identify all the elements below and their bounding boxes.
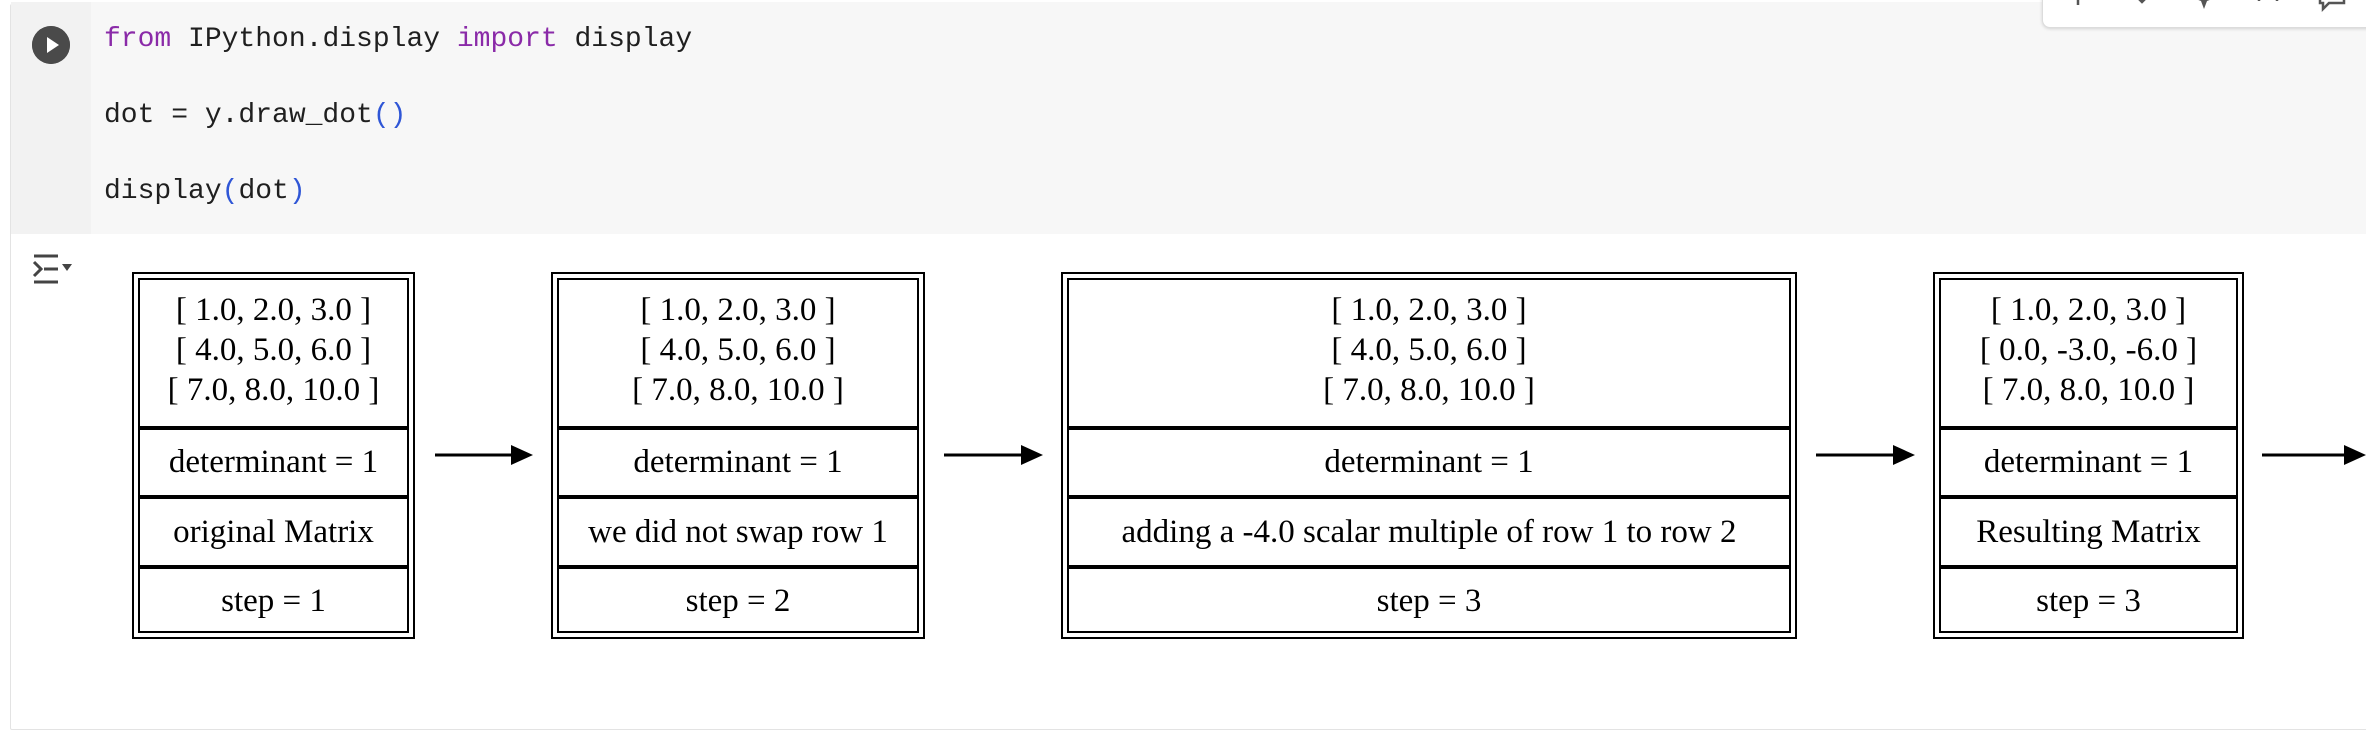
description-text: original Matrix: [173, 514, 374, 550]
comment-icon[interactable]: [2317, 0, 2347, 13]
code-name: display: [557, 24, 693, 55]
node-inner-border: [138, 278, 409, 633]
description-text: adding a -4.0 scalar multiple of row 1 t…: [1122, 514, 1737, 550]
matrix-row-text: [ 1.0, 2.0, 3.0 ]: [1991, 292, 2186, 328]
output-collapse-icon[interactable]: [32, 250, 74, 288]
edge-arrowhead: [2344, 445, 2366, 465]
matrix-row-text: [ 7.0, 8.0, 10.0 ]: [632, 372, 844, 408]
code-editor[interactable]: [91, 2, 2366, 234]
matrix-row-text: [ 4.0, 5.0, 6.0 ]: [1331, 332, 1526, 368]
description-text: we did not swap row 1: [588, 514, 888, 550]
code-keyword: import: [456, 24, 558, 55]
code-paren-open: (: [221, 176, 239, 207]
code-statement: dot = y.draw_dot: [104, 100, 373, 131]
code-line-3: display(dot): [104, 176, 306, 207]
matrix-row-text: [ 0.0, -3.0, -6.0 ]: [1980, 332, 2197, 368]
code-line-1: from IPython.display import display: [104, 24, 692, 55]
determinant-text: determinant = 1: [633, 444, 842, 480]
arrow-up-icon[interactable]: [2063, 0, 2093, 13]
matrix-row-text: [ 7.0, 8.0, 10.0 ]: [1983, 372, 2195, 408]
node-outer-border: [551, 272, 925, 639]
code-module: IPython.display: [171, 24, 457, 55]
matrix-row-text: [ 1.0, 2.0, 3.0 ]: [1331, 292, 1526, 328]
step-text: step = 1: [221, 583, 326, 619]
determinant-text: determinant = 1: [1984, 444, 2193, 480]
cell-toolbar: [2042, 0, 2366, 28]
matrix-row-text: [ 4.0, 5.0, 6.0 ]: [176, 332, 371, 368]
code-line-2: dot = y.draw_dot(): [104, 100, 406, 131]
matrix-row-text: [ 7.0, 8.0, 10.0 ]: [1323, 372, 1535, 408]
code-function: display: [104, 176, 222, 207]
code-paren-close: ): [288, 176, 306, 207]
node-outer-border: [132, 272, 415, 639]
matrix-row-text: [ 4.0, 5.0, 6.0 ]: [640, 332, 835, 368]
matrix-row-text: [ 1.0, 2.0, 3.0 ]: [640, 292, 835, 328]
sparkle-icon[interactable]: [2189, 0, 2219, 13]
matrix-row-text: [ 7.0, 8.0, 10.0 ]: [168, 372, 380, 408]
step-text: step = 3: [1377, 583, 1482, 619]
node-outer-border: [1061, 272, 1797, 639]
determinant-text: determinant = 1: [1324, 444, 1533, 480]
description-text: Resulting Matrix: [1976, 514, 2201, 550]
node-outer-border: [1933, 272, 2244, 639]
node-inner-border: [557, 278, 919, 633]
arrow-down-icon[interactable]: [2127, 0, 2157, 13]
play-circle-icon: [32, 26, 70, 64]
edge-arrowhead: [511, 445, 533, 465]
step-text: step = 3: [2036, 583, 2141, 619]
node-inner-border: [1939, 278, 2238, 633]
node-inner-border: [1067, 278, 1791, 633]
determinant-text: determinant = 1: [169, 444, 378, 480]
code-parens: (): [372, 100, 407, 131]
edge-arrowhead: [1021, 445, 1043, 465]
step-text: step = 2: [686, 583, 791, 619]
run-cell-button[interactable]: [32, 26, 70, 64]
matrix-row-text: [ 1.0, 2.0, 3.0 ]: [176, 292, 371, 328]
code-keyword: from: [104, 24, 172, 55]
edge-arrowhead: [1893, 445, 1915, 465]
code-argument: dot: [238, 176, 289, 207]
